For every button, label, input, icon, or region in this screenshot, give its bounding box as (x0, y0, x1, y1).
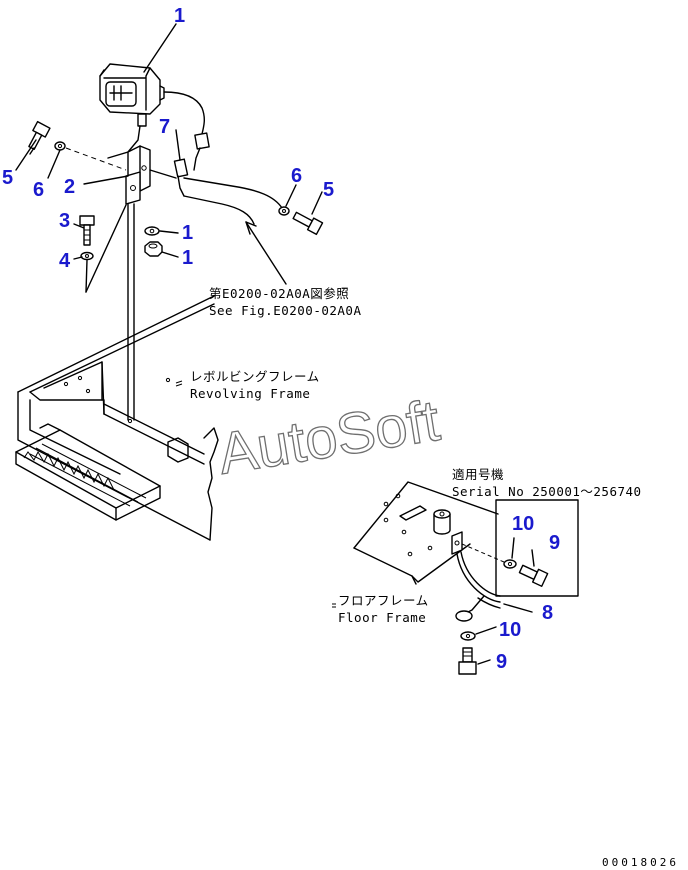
callout-5-right: 5 (323, 179, 334, 201)
callout-5-left: 5 (2, 167, 13, 189)
serial-label-jp: 適用号機 (452, 467, 504, 482)
leader-lines (15, 23, 535, 665)
callout-1-lamp: 1 (174, 5, 185, 27)
callout-6-right: 6 (291, 165, 302, 187)
lamp-bracket (85, 145, 151, 421)
callout-10-upper: 10 (512, 513, 534, 535)
hardware-right (278, 206, 324, 236)
callout-3: 3 (59, 210, 70, 232)
drawing-code: 00018026 (602, 856, 679, 869)
hardware-center (144, 226, 163, 257)
serial-label-en: Serial No 250001～256740 (452, 484, 642, 499)
see-figure-note-en: See Fig.E0200-02A0A (209, 303, 362, 318)
wire-harness (149, 158, 287, 285)
floor-frame-label-en: Floor Frame (338, 610, 426, 625)
revolving-frame (15, 295, 219, 541)
work-lamp (99, 63, 210, 171)
callout-1-washer: 1 (182, 222, 193, 244)
callout-8: 8 (542, 602, 553, 624)
floor-frame (353, 481, 579, 675)
callouts: 1 5 6 2 3 4 7 1 1 6 5 10 9 8 10 9 (2, 5, 560, 673)
callout-7: 7 (159, 116, 170, 138)
notes: 第E0200-02A0A図参照 See Fig.E0200-02A0A レボルビ… (190, 286, 642, 625)
callout-1-nut: 1 (182, 247, 193, 269)
callout-10-lower: 10 (499, 619, 521, 641)
callout-6-left: 6 (33, 179, 44, 201)
callout-2: 2 (64, 176, 75, 198)
autosoft-watermark: AutoSoft (214, 388, 444, 487)
floor-frame-label-jp: フロアフレーム (338, 593, 429, 608)
callout-9-upper: 9 (549, 532, 560, 554)
see-figure-note-jp: 第E0200-02A0A図参照 (209, 286, 349, 301)
callout-9-lower: 9 (496, 651, 507, 673)
hardware-left (28, 120, 127, 293)
revolving-frame-label-jp: レボルビングフレーム (190, 369, 320, 384)
revolving-frame-label-en: Revolving Frame (190, 386, 310, 401)
callout-4: 4 (59, 250, 71, 272)
